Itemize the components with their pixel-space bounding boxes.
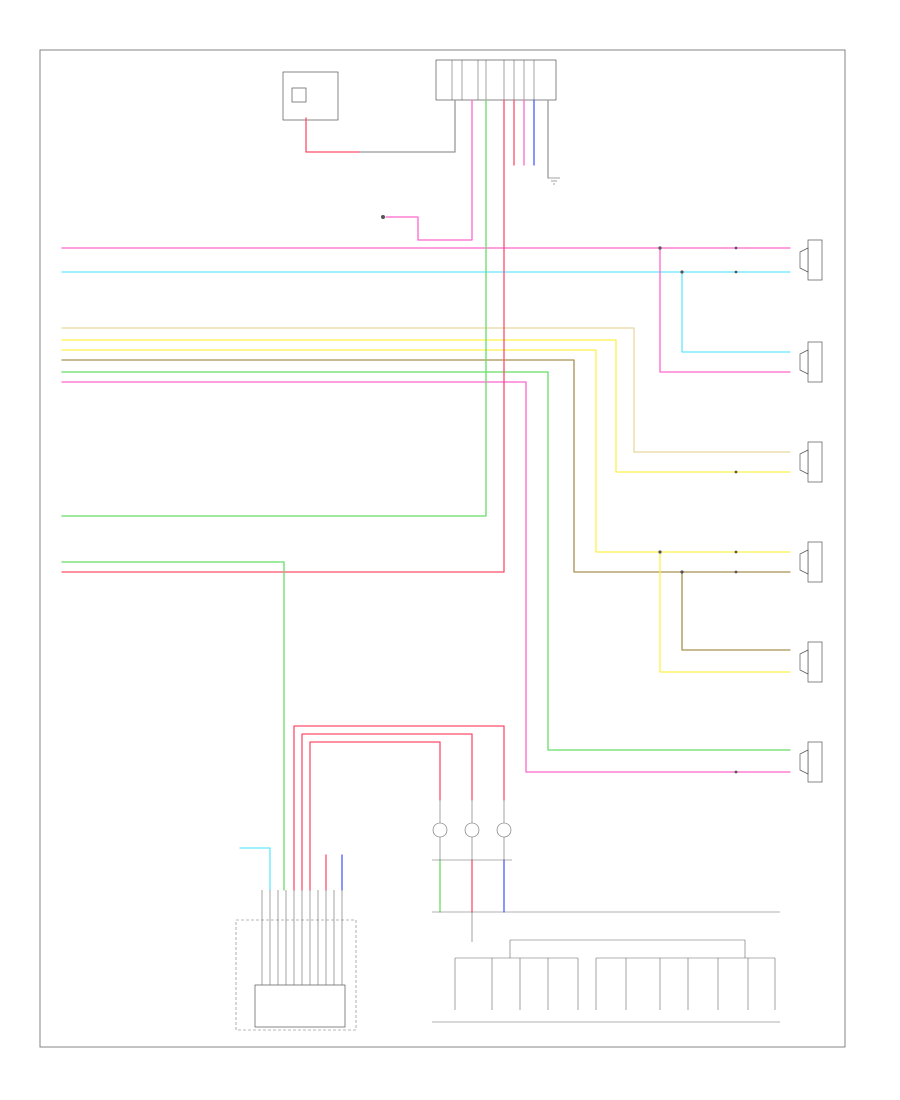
ground-symbol [548, 177, 560, 185]
wire-brown-2 [681, 571, 791, 651]
wire-yellow-1 [61, 339, 791, 473]
steering-switches [432, 800, 780, 1023]
wire-red-top [305, 117, 361, 153]
wire-red-audio [61, 99, 505, 573]
wire-red-lower-1 [293, 725, 505, 891]
wire-red-lower-2 [301, 733, 473, 891]
speaker-lf-door [799, 341, 823, 383]
speaker-rf-door [799, 641, 823, 683]
speaker-lf-tweeter [799, 239, 823, 281]
speaker-rf-tweeter [799, 541, 823, 583]
junction-dots [658, 246, 738, 774]
wire-green-long [61, 371, 791, 751]
audio-unit-pins [451, 60, 535, 100]
wire-cyan-drop [681, 271, 791, 353]
speaker-rr [799, 741, 823, 783]
wire-gray-top [359, 99, 456, 153]
switch-array [432, 957, 780, 1023]
wire-brown-1 [61, 359, 791, 573]
diagram-frame [39, 49, 846, 1048]
wire-pink-antenna [385, 99, 473, 241]
wire-cyan-lower [239, 847, 271, 891]
connector-dot [381, 215, 385, 219]
audio-unit [435, 59, 557, 101]
lower-left-unit [235, 890, 357, 1031]
wire-green-audio [61, 99, 487, 517]
wire-tan-1 [61, 327, 791, 453]
wire-yellow-2 [61, 349, 791, 553]
wire-red-lower-3 [309, 741, 441, 891]
speaker-lr [799, 441, 823, 483]
wire-pink-drop [659, 247, 791, 373]
wire-green-low [61, 561, 285, 891]
top-left-module [282, 71, 339, 121]
wire-pink-long [61, 381, 791, 773]
wire-yellow-3 [659, 551, 791, 673]
